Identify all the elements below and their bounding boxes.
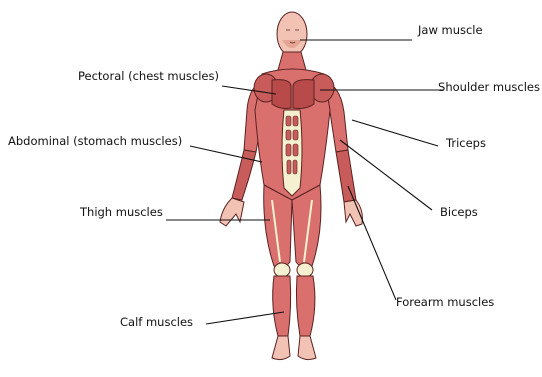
label-abdominal: Abdominal (stomach muscles) (8, 134, 182, 148)
right-forearm (336, 150, 356, 202)
label-thigh: Thigh muscles (79, 205, 163, 219)
right-knee (297, 263, 313, 277)
left-knee (274, 263, 290, 277)
abdominal-sheath (282, 110, 302, 196)
leader-forearm (348, 186, 396, 300)
leader-calf (206, 312, 284, 324)
right-foot (298, 336, 316, 360)
label-shoulder: Shoulder muscles (438, 80, 540, 94)
label-pectoral: Pectoral (chest muscles) (78, 69, 219, 83)
left-hand (220, 198, 244, 226)
left-foot (272, 336, 290, 360)
right-thigh (292, 185, 321, 267)
label-forearm: Forearm muscles (396, 295, 494, 309)
right-pectoral (293, 80, 314, 109)
human-figure (220, 12, 362, 360)
left-thigh (264, 185, 292, 267)
head (277, 12, 307, 56)
label-biceps: Biceps (440, 205, 478, 219)
label-calf: Calf muscles (120, 315, 193, 329)
right-calf (296, 276, 314, 336)
label-triceps: Triceps (445, 136, 486, 150)
label-jaw: Jaw muscle (417, 23, 483, 37)
left-calf (273, 276, 291, 336)
leader-triceps (352, 120, 438, 146)
neck (278, 52, 306, 70)
